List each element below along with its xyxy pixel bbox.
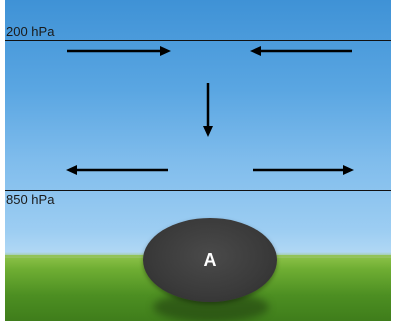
upper-level-label: 200 hPa [6,24,55,39]
lower-left-left-arrow [66,165,168,175]
upper-left-right-arrow [67,46,171,56]
lower-right-right-arrow [253,165,354,175]
lower-level-label: 850 hPa [6,192,55,207]
center-down-arrow [203,83,213,137]
lower-level-line [5,190,391,191]
upper-level-line [5,40,391,41]
upper-right-left-arrow [250,46,352,56]
flow-arrows [66,46,354,175]
high-pressure-label: A [203,249,217,270]
high-pressure-cell: A [143,218,277,302]
diagram-scene: 200 hPa 850 hPa A [5,0,391,321]
